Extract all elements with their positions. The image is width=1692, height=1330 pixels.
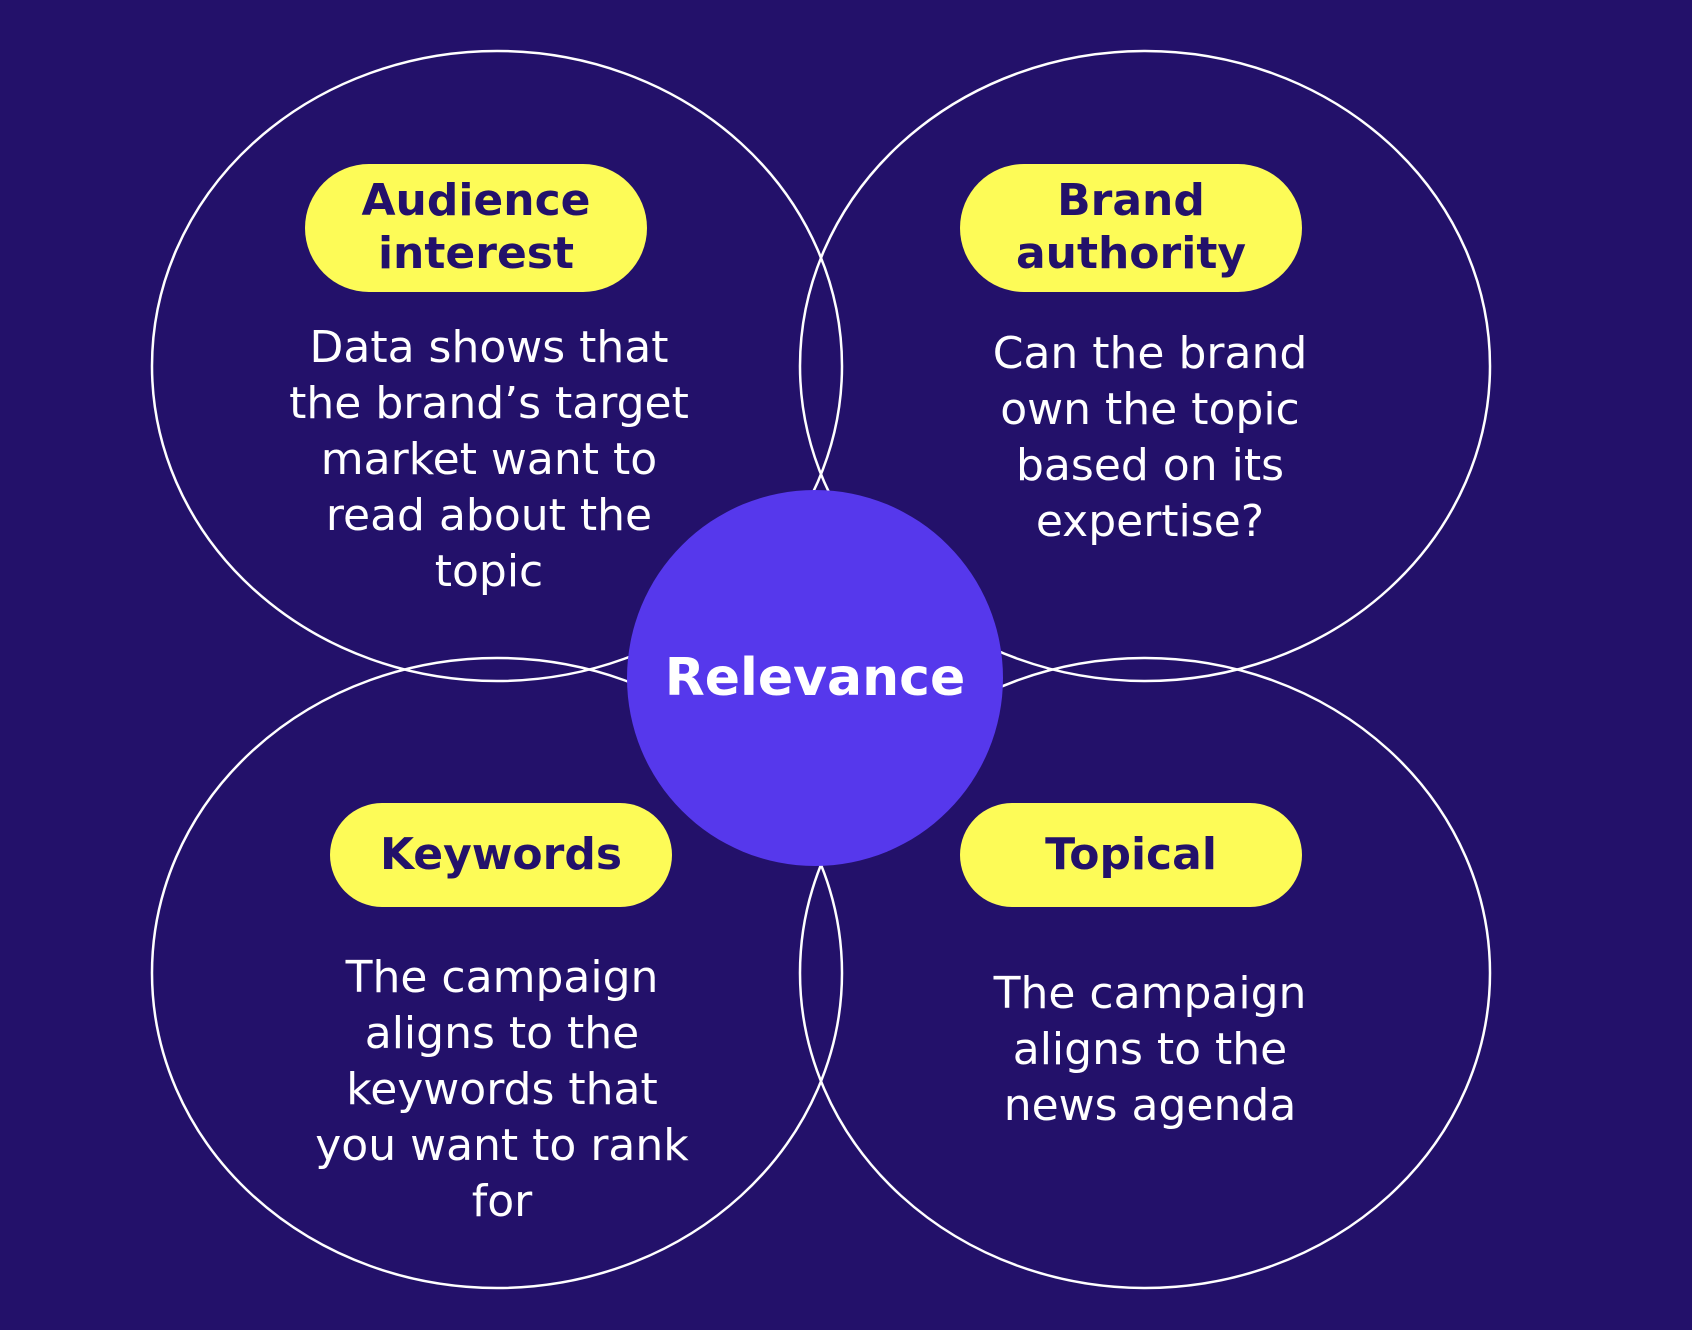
- topical-description: The campaign aligns to the news agenda: [930, 966, 1370, 1134]
- description-line: topic: [434, 546, 544, 597]
- description-line: the brand’s target: [289, 378, 689, 429]
- description-line: The campaign: [345, 952, 659, 1003]
- audience-interest-description: Data shows that the brand’s target marke…: [269, 320, 709, 600]
- description-line: Can the brand: [992, 328, 1308, 379]
- topical-pill: Topical: [960, 803, 1302, 907]
- audience-interest-title-line: Audience: [361, 175, 591, 227]
- ring-keywords: [150, 656, 844, 1290]
- ring-audience-interest: [150, 49, 844, 683]
- description-line: news agenda: [1003, 1080, 1297, 1131]
- brand-authority-title-line: Brand: [1057, 175, 1205, 227]
- description-line: aligns to the: [364, 1008, 640, 1059]
- description-line: based on its: [1016, 440, 1284, 491]
- ring-topical: [798, 656, 1492, 1290]
- description-line: expertise?: [1035, 496, 1265, 547]
- description-line: read about the: [325, 490, 653, 541]
- description-line: you want to rank: [315, 1120, 689, 1171]
- relevance-label: Relevance: [664, 648, 966, 708]
- description-line: keywords that: [346, 1064, 658, 1115]
- keywords-pill: Keywords: [330, 803, 672, 907]
- relevance-hub: Relevance: [627, 490, 1003, 866]
- description-line: aligns to the: [1012, 1024, 1288, 1075]
- description-line: for: [471, 1176, 533, 1227]
- brand-authority-description: Can the brand own the topic based on its…: [930, 326, 1370, 550]
- brand-authority-title-line: authority: [1015, 228, 1247, 279]
- topical-title-line: Topical: [1045, 828, 1217, 880]
- description-line: market want to: [320, 434, 658, 485]
- keywords-description: The campaign aligns to the keywords that…: [282, 950, 722, 1230]
- audience-interest-title-line: interest: [377, 228, 575, 279]
- ring-brand-authority: [798, 49, 1492, 683]
- description-line: Data shows that: [309, 322, 669, 373]
- description-line: The campaign: [993, 968, 1307, 1019]
- audience-interest-pill: Audience interest: [305, 164, 647, 292]
- brand-authority-pill: Brand authority: [960, 164, 1302, 292]
- description-line: own the topic: [1000, 384, 1300, 435]
- keywords-title-line: Keywords: [379, 828, 623, 880]
